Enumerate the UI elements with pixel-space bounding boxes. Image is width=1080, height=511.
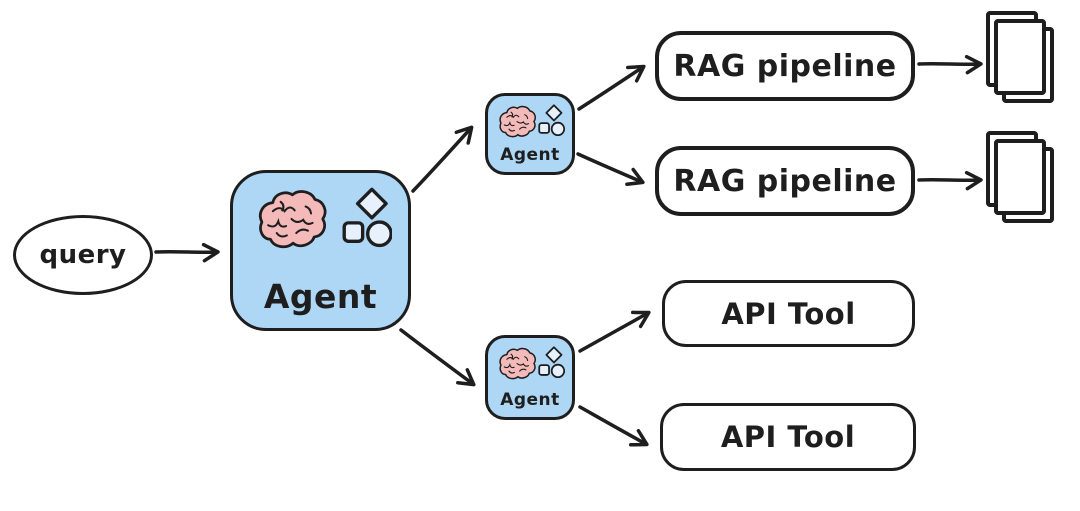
main-agent-icons (233, 173, 408, 252)
api-tool-1-node: API Tool (662, 280, 915, 347)
arrow-rag-pipeline-1-to-documents-1 (917, 54, 983, 75)
arrow-rag-pipeline-2-to-documents-2 (917, 170, 983, 191)
rag-pipeline-1-label: RAG pipeline (673, 48, 897, 84)
brain-icon (499, 347, 537, 380)
document-stack-icon (986, 11, 1054, 103)
arrow-main-agent-to-sub-agent-top (411, 125, 474, 193)
sub-agent-bottom-label: Agent (500, 390, 560, 410)
sub-agent-top-icons (488, 96, 572, 141)
query-node: query (13, 215, 153, 295)
workflow-shapes-icon (342, 187, 392, 248)
arrow-sub-agent-top-to-rag-pipeline-1 (577, 64, 646, 111)
arrow-sub-agent-top-to-rag-pipeline-2 (576, 152, 645, 186)
sub-agent-top-label: Agent (500, 145, 560, 165)
brain-icon (499, 105, 537, 138)
sub-agent-bottom-icons (488, 338, 572, 383)
api-tool-1-label: API Tool (721, 296, 856, 331)
rag-pipeline-1-node: RAG pipeline (655, 31, 915, 101)
main-agent-node: Agent (230, 170, 411, 331)
query-label: query (39, 240, 127, 270)
sub-agent-top-node: Agent (485, 93, 575, 175)
arrow-query-to-main-agent (154, 242, 220, 263)
brain-icon (258, 190, 327, 249)
arrow-sub-agent-bottom-to-api-tool-2 (578, 405, 649, 447)
rag-pipeline-2-label: RAG pipeline (673, 163, 897, 199)
document-stack-icon (986, 131, 1054, 223)
workflow-shapes-icon (538, 104, 565, 137)
workflow-shapes-icon (538, 346, 565, 379)
sub-agent-bottom-node: Agent (485, 335, 575, 420)
api-tool-2-node: API Tool (660, 403, 916, 471)
arrow-main-agent-to-sub-agent-bottom (399, 328, 476, 387)
arrow-sub-agent-bottom-to-api-tool-1 (578, 310, 651, 353)
api-tool-2-label: API Tool (720, 420, 856, 454)
rag-pipeline-2-node: RAG pipeline (655, 146, 915, 216)
main-agent-label: Agent (263, 277, 378, 316)
